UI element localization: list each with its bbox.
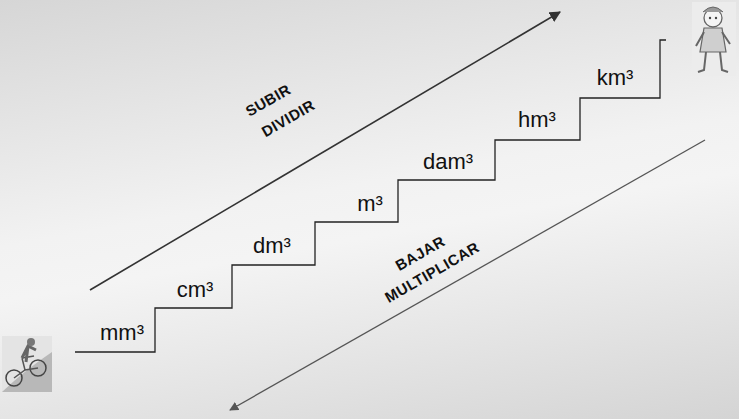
unit-label: m³: [357, 193, 383, 215]
label-holder: dm³: [253, 235, 291, 257]
label-holder: dam³: [423, 151, 473, 173]
cyclist-icon: [2, 336, 52, 392]
unit-label: km³: [597, 67, 634, 89]
unit-label: mm³: [100, 322, 144, 344]
unit-label: hm³: [518, 109, 556, 131]
label-holder: km³: [597, 67, 634, 89]
unit-label: dm³: [253, 235, 291, 257]
label-holder: hm³: [518, 109, 556, 131]
unit-label: cm³: [177, 279, 214, 301]
label-holder: mm³: [100, 322, 144, 344]
down-arrow: [230, 140, 705, 410]
label-holder: cm³: [177, 279, 214, 301]
up-arrow: [90, 12, 560, 290]
person-icon: [692, 2, 736, 76]
staircase: [75, 40, 666, 352]
label-holder: m³: [357, 193, 383, 215]
unit-label: dam³: [423, 151, 473, 173]
